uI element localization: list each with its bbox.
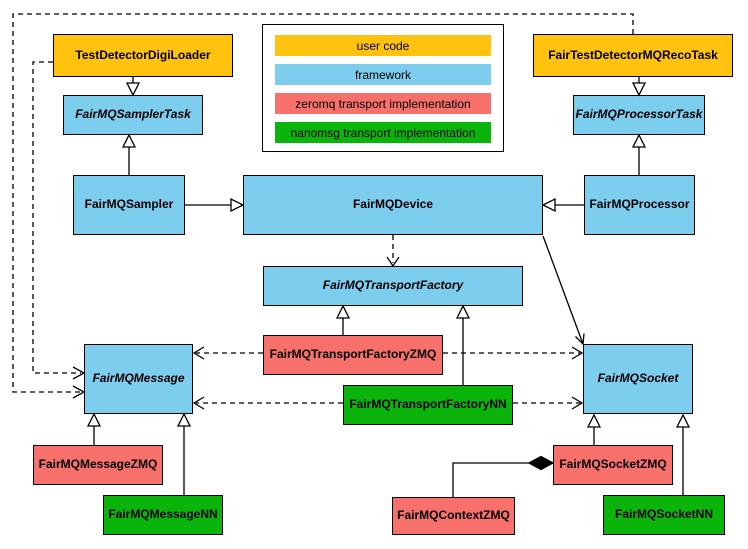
node-fairmqsocketzmq: FairMQSocketZMQ xyxy=(553,445,673,485)
legend-label: nanomsg transport implementation xyxy=(290,125,476,140)
node-label: FairMQMessage xyxy=(92,371,185,386)
node-fairmqmessagezmq: FairMQMessageZMQ xyxy=(33,445,163,485)
edge-digiloader-samplertask xyxy=(125,77,141,97)
edge-messagezmq-message xyxy=(86,412,102,445)
node-label: FairMQSocketZMQ xyxy=(559,457,667,472)
node-fairmqprocessortask: FairMQProcessorTask xyxy=(573,95,705,135)
node-fairmqmessagenn: FairMQMessageNN xyxy=(103,495,223,535)
node-fairmqtransportfactoryzmq: FairMQTransportFactoryZMQ xyxy=(263,335,443,375)
node-label: FairMQSampler xyxy=(84,197,174,212)
node-label: FairMQDevice xyxy=(352,197,434,212)
legend-label: zeromq transport implementation xyxy=(295,96,471,111)
edge-factorynn-message xyxy=(192,396,343,410)
edge-device-socket xyxy=(542,235,585,346)
node-label: FairMQSocket xyxy=(597,371,679,386)
legend-item-framework: framework xyxy=(275,64,491,85)
node-fairmqsamplertask: FairMQSamplerTask xyxy=(63,95,203,135)
node-testdetectordigiloader: TestDetectorDigiLoader xyxy=(53,34,233,77)
node-label: FairMQTransportFactoryNN xyxy=(349,397,507,412)
node-label: FairMQContextZMQ xyxy=(397,508,510,523)
legend-item-zeromq: zeromq transport implementation xyxy=(275,93,491,114)
node-fairmqprocessor: FairMQProcessor xyxy=(584,175,695,235)
node-fairmqsampler: FairMQSampler xyxy=(73,175,185,235)
edge-factorynn-socket xyxy=(513,396,584,410)
node-label: FairMQMessageNN xyxy=(108,507,218,522)
legend-label: user code xyxy=(356,38,410,53)
edge-socketzmq-socket xyxy=(586,413,602,445)
edge-contextzmq-socketzmq xyxy=(452,455,555,497)
node-label: TestDetectorDigiLoader xyxy=(75,47,211,62)
node-fairmqmessage: FairMQMessage xyxy=(84,344,193,414)
edge-messagenn-message xyxy=(176,412,192,495)
edge-factoryzmq-factory xyxy=(335,304,351,335)
edge-factorynn-factory xyxy=(455,304,471,385)
node-label: FairMQTransportFactory xyxy=(322,278,464,293)
edge-socketnn-socket xyxy=(675,413,691,495)
edge-processor-device xyxy=(541,197,584,213)
node-fairmqsocketnn: FairMQSocketNN xyxy=(603,495,725,535)
node-fairmqcontextzmq: FairMQContextZMQ xyxy=(392,497,515,535)
node-label: FairMQProcessor xyxy=(589,197,690,212)
node-label: FairMQMessageZMQ xyxy=(38,457,158,472)
edge-device-transportfactory xyxy=(386,235,400,268)
edge-sampler-device xyxy=(185,197,245,213)
legend-item-nanomsg: nanomsg transport implementation xyxy=(275,122,491,143)
node-fairtestdetectormqrecotask: FairTestDetectorMQRecoTask xyxy=(533,34,733,77)
node-label: FairMQSamplerTask xyxy=(75,107,191,122)
edge-processor-processortask xyxy=(631,133,647,175)
node-fairmqsocket: FairMQSocket xyxy=(583,344,693,414)
edge-factoryzmq-message xyxy=(192,346,263,360)
legend-label: framework xyxy=(354,67,411,82)
node-fairmqtransportfactorynn: FairMQTransportFactoryNN xyxy=(343,385,513,425)
legend-item-user-code: user code xyxy=(275,35,491,56)
node-label: FairTestDetectorMQRecoTask xyxy=(548,47,718,62)
node-label: FairMQProcessorTask xyxy=(575,107,703,122)
edge-factoryzmq-socket xyxy=(443,346,584,360)
edge-sampler-samplertask xyxy=(121,133,137,175)
node-fairmqtransportfactory: FairMQTransportFactory xyxy=(263,266,523,306)
edge-recotask-processortask xyxy=(631,77,647,97)
node-fairmqdevice: FairMQDevice xyxy=(243,175,543,235)
legend: user code framework zeromq transport imp… xyxy=(262,24,504,152)
node-label: FairMQSocketNN xyxy=(614,507,714,522)
node-label: FairMQTransportFactoryZMQ xyxy=(269,347,437,362)
